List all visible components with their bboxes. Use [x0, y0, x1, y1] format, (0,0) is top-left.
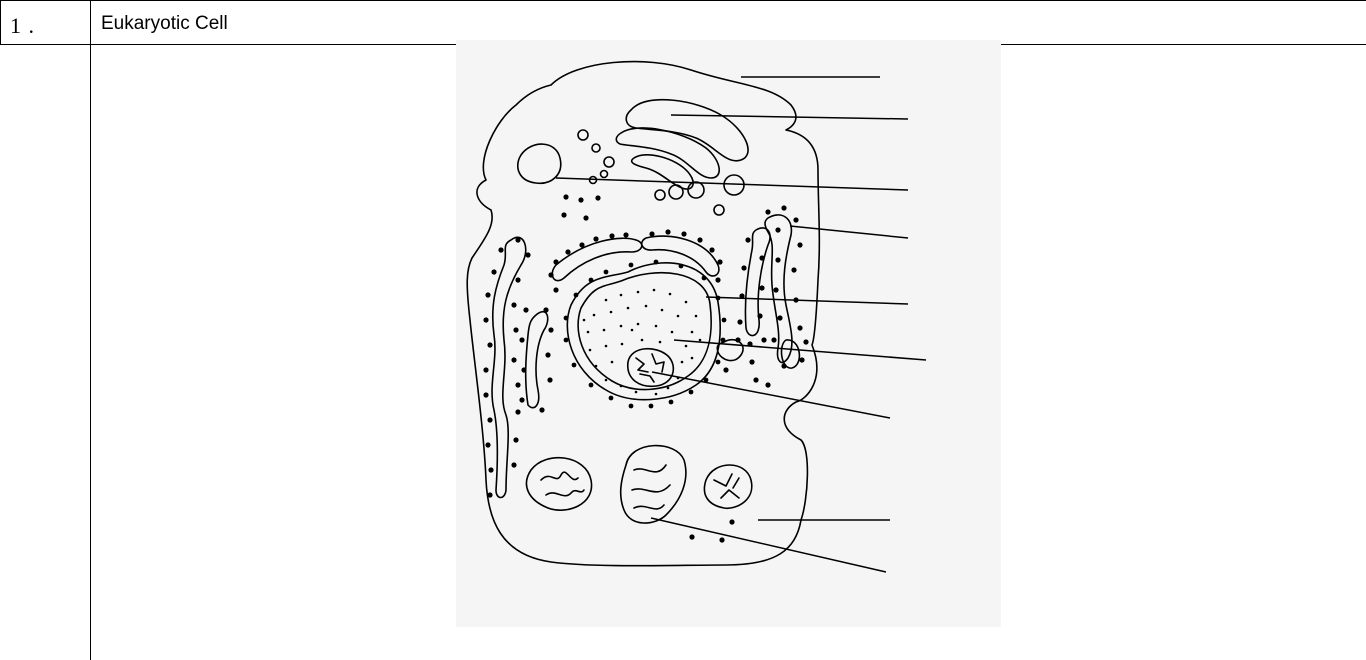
label-line	[671, 115, 908, 119]
rough-er	[745, 228, 770, 336]
table-left-border	[0, 0, 1, 44]
mitochondrion	[526, 458, 591, 511]
label-line	[651, 518, 886, 572]
rough-er	[552, 238, 641, 280]
nuclear-envelope	[567, 263, 720, 400]
golgi-cisterna	[616, 128, 719, 178]
cell-illustration	[456, 40, 1001, 627]
golgi-cisterna	[632, 155, 693, 189]
label-lines	[556, 77, 926, 572]
table-column-divider	[90, 0, 91, 660]
label-line	[706, 297, 908, 304]
label-line	[652, 372, 890, 418]
mitochondrion	[704, 465, 751, 508]
golgi-cisterna	[626, 100, 748, 161]
rough-er	[642, 236, 719, 276]
nucleolus	[628, 349, 674, 387]
rough-er	[492, 237, 526, 497]
eukaryotic-cell-diagram	[456, 40, 1001, 627]
row-number: 1 .	[10, 13, 35, 39]
rough-er	[526, 312, 548, 408]
table-top-border	[0, 0, 1366, 1]
rough-er	[717, 340, 743, 361]
mitochondrion	[621, 446, 686, 523]
vacuole	[518, 144, 561, 183]
row-title: Eukaryotic Cell	[101, 13, 228, 35]
label-line	[556, 178, 908, 190]
label-line	[790, 226, 908, 238]
